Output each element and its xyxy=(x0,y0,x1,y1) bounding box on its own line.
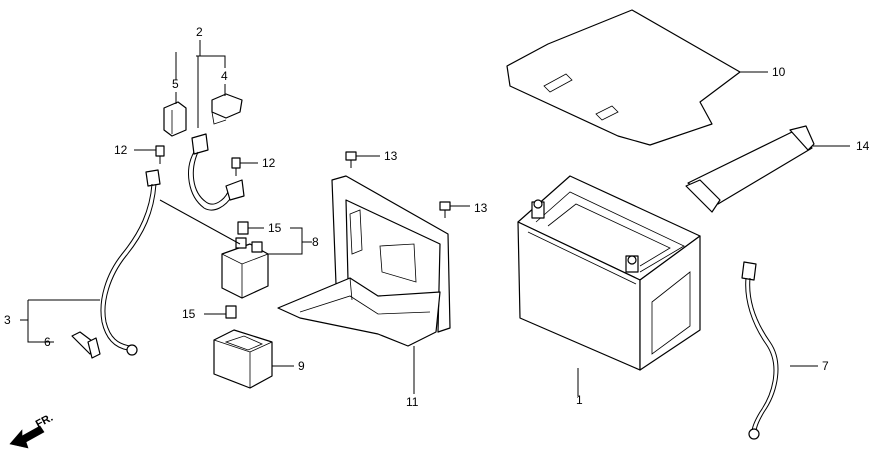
callout-13-lower: 13 xyxy=(474,201,488,215)
callout-1: 1 xyxy=(576,393,583,407)
callout-14: 14 xyxy=(856,139,870,153)
battery-cable xyxy=(741,261,779,440)
callout-9: 9 xyxy=(298,359,305,373)
callout-3: 3 xyxy=(4,313,11,327)
bolt-13-lower xyxy=(439,201,451,218)
callout-15-upper: 15 xyxy=(268,221,282,235)
screw-12-left xyxy=(155,145,165,164)
screw-12-right xyxy=(231,157,241,176)
fuse-15-lower xyxy=(225,305,237,319)
leader-lines xyxy=(20,40,850,396)
callout-7: 7 xyxy=(822,359,829,373)
callout-2: 2 xyxy=(196,25,203,39)
battery xyxy=(517,175,701,371)
front-direction-arrow: FR. xyxy=(9,412,55,449)
callout-11: 11 xyxy=(406,395,419,409)
callout-15-lower: 15 xyxy=(182,307,196,321)
relay-cable xyxy=(188,133,245,211)
callout-12-left: 12 xyxy=(114,143,128,157)
callout-5: 5 xyxy=(172,77,179,91)
fuse-15-upper xyxy=(237,221,249,235)
callout-8: 8 xyxy=(312,235,319,249)
callout-12-right: 12 xyxy=(262,156,276,170)
battery-cover-pad xyxy=(506,9,741,146)
battery-band xyxy=(685,125,815,213)
relay-cover xyxy=(213,329,273,389)
starter-cable xyxy=(100,169,161,356)
callout-4: 4 xyxy=(221,69,228,83)
callout-13-upper: 13 xyxy=(384,149,398,163)
bolt-13-upper xyxy=(345,151,357,168)
terminal-cover-4 xyxy=(211,93,243,125)
front-label: FR. xyxy=(34,412,55,431)
bolt xyxy=(71,331,101,359)
callout-10: 10 xyxy=(772,65,786,79)
starter-relay xyxy=(221,237,269,299)
callout-6: 6 xyxy=(44,335,51,349)
terminal-cover-5 xyxy=(163,101,187,137)
battery-bracket xyxy=(277,175,451,347)
